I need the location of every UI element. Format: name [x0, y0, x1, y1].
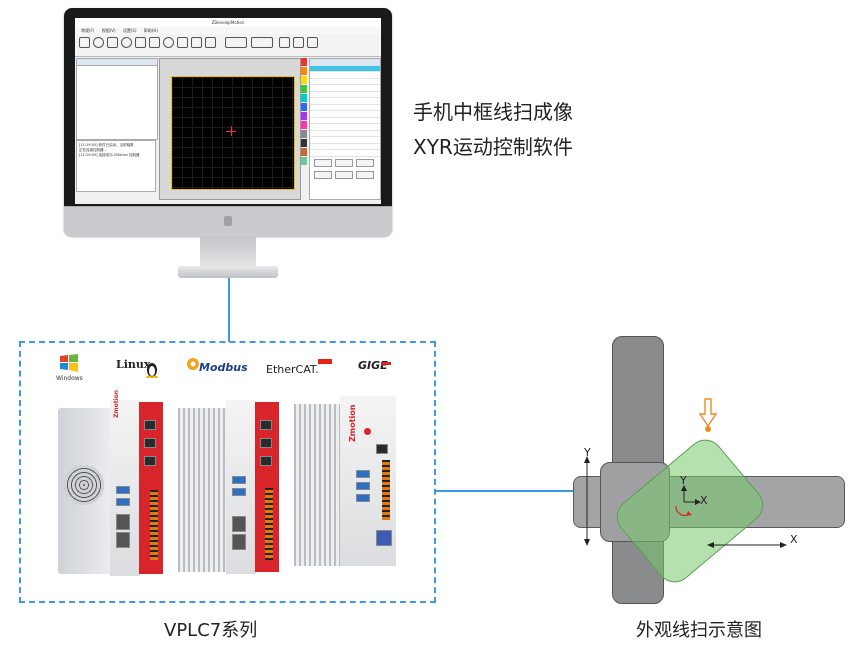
- controller-1-brand: Zmotion: [113, 389, 120, 418]
- ethercat-logo-accent: [318, 359, 332, 364]
- menu-item: 设置(S): [122, 28, 137, 33]
- menu-item: 帮助(H): [143, 28, 158, 33]
- gige-logo-text: GIGE: [358, 359, 388, 372]
- windows-logo-text: Windows: [56, 375, 83, 382]
- toolbar-icon: [251, 37, 273, 48]
- linux-logo-text: Linux: [116, 358, 151, 371]
- ethernet-port: [144, 420, 156, 430]
- caption-scan-diagram: 外观线扫示意图: [636, 620, 762, 641]
- usb-port: [232, 476, 246, 484]
- serial-port: [116, 514, 130, 530]
- modbus-logo-text: Modbus: [199, 361, 248, 374]
- toolbar-icon: [191, 37, 202, 48]
- output-line: 正在连接控制器...: [79, 148, 107, 152]
- usb-port: [232, 488, 246, 496]
- software-canvas: [171, 76, 295, 190]
- panel-button: [356, 171, 374, 179]
- ethernet-port: [260, 420, 272, 430]
- y-axis-label: Y: [584, 446, 591, 459]
- toolbar-icon: [177, 37, 188, 48]
- tux-icon: [146, 360, 158, 379]
- caption-vplc: VPLC7系列: [164, 620, 258, 641]
- toolbar-icon: [121, 37, 132, 48]
- panel-button: [335, 159, 353, 167]
- serial-port: [116, 532, 130, 548]
- vga-port: [376, 530, 392, 546]
- menu-item: 常规(F): [81, 28, 95, 33]
- toolbar-icon: [107, 37, 118, 48]
- usb-port: [116, 486, 130, 494]
- toolbar-icon: [149, 37, 160, 48]
- controller-3-heatsink: [294, 404, 342, 566]
- terminal-block: [150, 490, 158, 560]
- gige-logo-accent: [381, 362, 391, 365]
- toolbar-icon: [225, 37, 247, 48]
- toolbar-icon: [135, 37, 146, 48]
- output-line: [11:29:05] 连接成功 ZMotion 控制器: [79, 153, 140, 157]
- software-toolbar: [75, 34, 381, 57]
- panel-button: [335, 171, 353, 179]
- controller-2-heatsink: [178, 408, 228, 572]
- monitor-logo: [224, 216, 232, 226]
- toolbar-icon: [163, 37, 174, 48]
- software-menu-bar: 常规(F) 视图(V) 设置(S) 帮助(H): [75, 27, 381, 34]
- canvas-crosshair: [231, 126, 232, 136]
- ethercat-logo-text: EtherCAT.: [266, 363, 319, 376]
- software-right-panel: [309, 58, 381, 200]
- toolbar-icon: [205, 37, 216, 48]
- windows-logo-icon: [58, 352, 80, 374]
- controller-1-fan-grille: [64, 465, 104, 505]
- x-axis-label: X: [790, 533, 798, 546]
- usb-port: [356, 482, 370, 490]
- heading-line-2: XYR运动控制软件: [413, 135, 573, 159]
- ethernet-port: [260, 438, 272, 448]
- scan-probe-arrow-icon: [698, 398, 718, 432]
- software-output-panel: [11:29:05] 软件已启动，当前轴数 正在连接控制器... [11:29:…: [76, 140, 156, 192]
- connector-controllers-to-diagram: [436, 490, 574, 492]
- serial-port: [232, 516, 246, 532]
- output-line: [11:29:05] 软件已启动，当前轴数: [79, 143, 134, 147]
- controller-group-box: [19, 341, 436, 603]
- ethernet-port: [144, 456, 156, 466]
- serial-port: [232, 534, 246, 550]
- usb-port: [356, 470, 370, 478]
- software-left-panel: [76, 58, 158, 140]
- panel-button: [314, 171, 332, 179]
- modbus-logo-icon: [186, 356, 200, 370]
- toolbar-icon: [307, 37, 318, 48]
- panel-button: [314, 159, 332, 167]
- menu-item: 视图(V): [101, 28, 116, 33]
- y-axis-arrow-icon: [582, 455, 592, 547]
- toolbar-icon: [79, 37, 90, 48]
- ethernet-port: [260, 456, 272, 466]
- controller-3-brand: Zmotion: [348, 404, 357, 442]
- terminal-block: [265, 488, 273, 560]
- monitor-stand-foot: [178, 266, 278, 278]
- monitor-stand-neck: [200, 236, 256, 270]
- toolbar-icon: [93, 37, 104, 48]
- heading-line-1: 手机中框线扫成像: [413, 100, 573, 124]
- x-axis-arrow-icon: [706, 535, 788, 548]
- software-color-bar: [301, 58, 307, 198]
- panel-button: [356, 159, 374, 167]
- toolbar-icon: [279, 37, 290, 48]
- toolbar-icon: [293, 37, 304, 48]
- local-x-label: X: [700, 494, 708, 507]
- local-coordinate-icon: [670, 482, 710, 524]
- usb-port: [356, 494, 370, 502]
- ethernet-port: [376, 444, 388, 454]
- usb-port: [116, 498, 130, 506]
- connector-monitor-to-controllers: [228, 278, 230, 342]
- status-led: [364, 428, 371, 435]
- software-screenshot: ZDevelopMotion 常规(F) 视图(V) 设置(S) 帮助(H) […: [75, 18, 381, 204]
- ethernet-port: [144, 438, 156, 448]
- terminal-block: [382, 460, 390, 520]
- local-y-label: Y: [680, 474, 687, 487]
